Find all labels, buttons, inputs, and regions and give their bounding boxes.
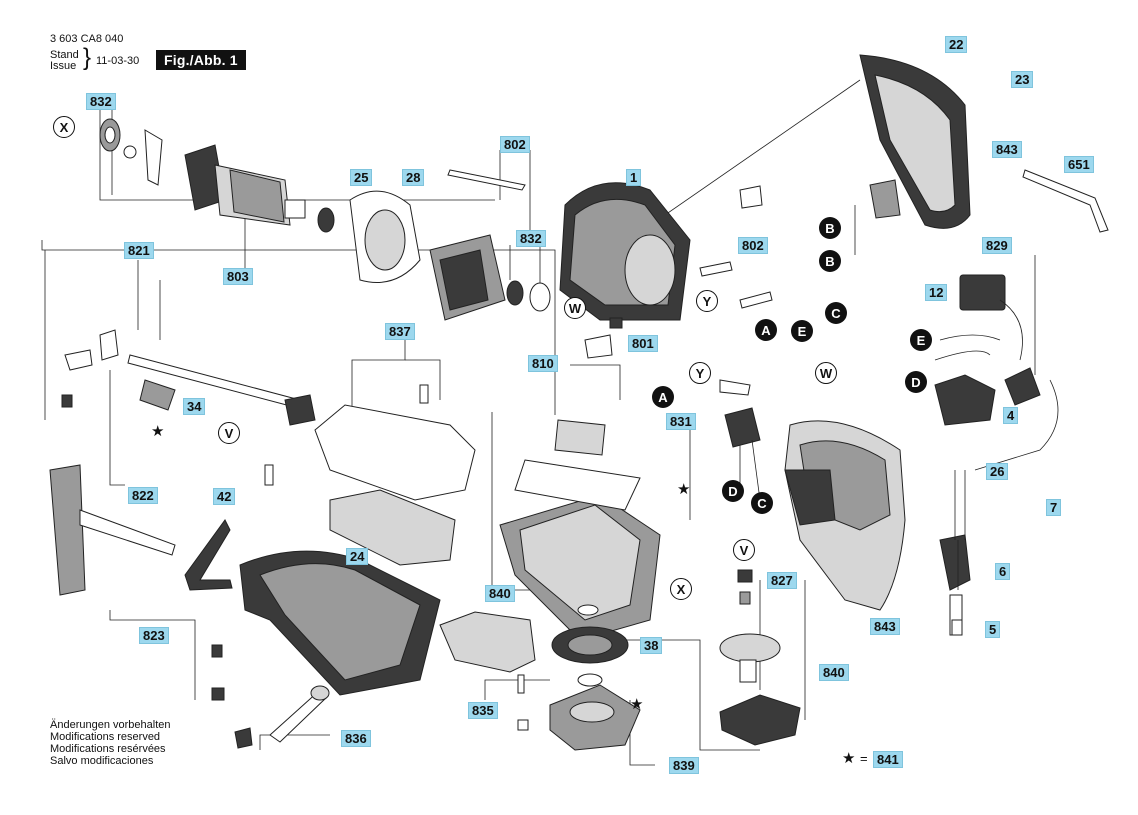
marker-x: X [53,116,75,138]
part-label-837: 837 [385,323,415,340]
front-handle-housing [784,420,906,611]
part-label-5: 5 [985,621,1001,638]
document-number: 3 603 CA8 040 [50,33,124,45]
marker-b: B [819,250,841,272]
part-label-827: 827 [767,572,797,589]
electronics [934,274,1059,636]
part-label-840: 840 [819,664,849,681]
armature-group [99,118,335,233]
part-label-821: 821 [124,242,154,259]
part-label-841: 841 [873,751,903,768]
part-label-42: 42 [213,488,236,505]
figure-tag: Fig./Abb. 1 [156,50,246,70]
part-label-1: 1 [626,169,642,186]
stand-label: Stand [50,49,79,61]
part-label-26: 26 [986,463,1009,480]
part-label-4: 4 [1003,407,1019,424]
note-de: Änderungen vorbehalten [50,719,171,731]
rod-assembly [61,329,316,426]
eccentric-assembly [719,569,801,746]
star-mark: ★ [151,423,165,440]
part-label-839: 839 [669,757,699,774]
field-coil [429,169,551,321]
part-label-28: 28 [402,169,425,186]
brush-parts [584,185,773,359]
footer-notes: Änderungen vorbehalten Modifications res… [50,719,170,767]
note-fr: Modifications resérvées [50,743,166,755]
part-label-6: 6 [995,563,1011,580]
lever-pin [234,685,330,749]
marker-e: E [910,329,932,351]
marker-w: W [815,362,837,384]
part-label-843: 843 [992,141,1022,158]
housing-shell [239,550,441,696]
base-plate [439,611,536,673]
marker-w: W [564,297,586,319]
marker-c: C [825,302,847,324]
part-label-832: 832 [86,93,116,110]
gearbox [499,419,661,641]
part-label-25: 25 [350,169,373,186]
marker-y: Y [689,362,711,384]
part-label-803: 803 [223,268,253,285]
blade-holder [184,519,233,591]
part-label-829: 829 [982,237,1012,254]
rear-handle [859,54,971,229]
shoe-bracket [49,464,176,596]
fan-baffle [349,190,421,283]
part-label-822: 822 [128,487,158,504]
part-label-24: 24 [346,548,369,565]
part-label-835: 835 [468,702,498,719]
part-label-651: 651 [1064,156,1094,173]
note-es: Salvo modificaciones [50,755,154,767]
part-label-810: 810 [528,355,558,372]
gear-housing-cover [314,404,476,566]
marker-v: V [733,539,755,561]
marker-c: C [751,492,773,514]
marker-b: B [819,217,841,239]
part-label-38: 38 [640,637,663,654]
marker-a: A [652,386,674,408]
part-label-34: 34 [183,398,206,415]
part-label-802: 802 [738,237,768,254]
part-label-843: 843 [870,618,900,635]
legend-star: ★ [842,750,856,767]
part-label-836: 836 [341,730,371,747]
issue-date: 11-03-30 [96,55,140,67]
hex-key [1022,169,1109,233]
part-label-801: 801 [628,335,658,352]
bearing-housing [549,673,641,751]
motor-housing [559,182,691,321]
cable-end [951,619,963,636]
part-label-831: 831 [666,413,696,430]
switch-unit [719,379,761,501]
part-label-840: 840 [485,585,515,602]
part-label-832: 832 [516,230,546,247]
part-label-802: 802 [500,136,530,153]
marker-e: E [791,320,813,342]
leader-lines [41,79,1036,766]
marker-a: A [755,319,777,341]
screws [211,384,529,731]
marker-y: Y [696,290,718,312]
part-label-23: 23 [1011,71,1034,88]
part-label-22: 22 [945,36,968,53]
issue-label: Issue [50,60,77,72]
bevel-gear [551,604,629,664]
marker-x: X [670,578,692,600]
marker-d: D [905,371,927,393]
part-label-12: 12 [925,284,948,301]
part-label-7: 7 [1046,499,1062,516]
star-mark: ★ [677,481,691,498]
marker-d: D [722,480,744,502]
marker-v: V [218,422,240,444]
legend-equals: = [860,751,868,766]
star-mark: ★ [630,696,644,713]
brace-glyph: } [83,44,92,71]
part-label-823: 823 [139,627,169,644]
note-en: Modifications reserved [50,731,161,743]
